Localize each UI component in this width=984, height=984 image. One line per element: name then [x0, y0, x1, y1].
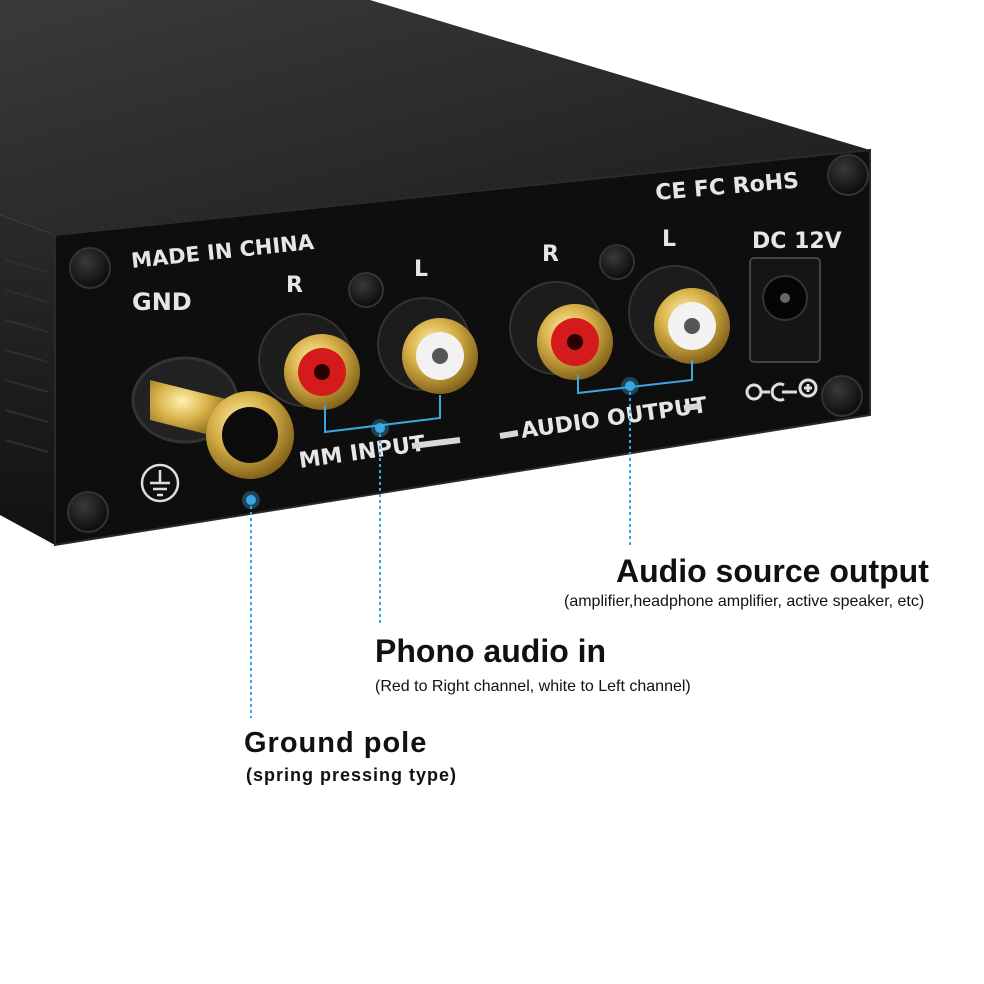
- input-r-label: R: [286, 273, 303, 298]
- screw-icon: [69, 247, 111, 289]
- side-vent-lines: [4, 259, 49, 453]
- rca-output-left: [628, 265, 730, 364]
- output-r-label: R: [542, 242, 559, 267]
- rca-input-right: [258, 313, 360, 410]
- screw-icon: [599, 244, 635, 280]
- ground-subtitle: (spring pressing type): [246, 765, 458, 785]
- audio-output-subtitle: (amplifier,headphone amplifier, active s…: [564, 593, 925, 610]
- enclosure-side: [0, 215, 55, 545]
- dc-jack: [745, 257, 821, 402]
- screw-icon: [348, 272, 384, 308]
- output-l-label: L: [662, 227, 676, 252]
- screw-icon: [821, 375, 863, 417]
- screw-icon: [67, 491, 109, 533]
- dc-label: DC 12V: [752, 229, 842, 254]
- ground-symbol-icon: [140, 463, 180, 503]
- corner-screws: [67, 154, 869, 533]
- enclosure-top: [0, 0, 870, 235]
- gnd-label: GND: [132, 288, 192, 316]
- ground-title: Ground pole: [244, 727, 428, 759]
- audio-output-title: Audio source output: [616, 553, 929, 589]
- input-l-label: L: [414, 257, 428, 282]
- polarity-symbol-icon: [745, 378, 818, 402]
- ground-binding-post: [131, 356, 294, 503]
- callout-dots: [242, 377, 639, 509]
- rca-input-left: [377, 297, 478, 394]
- rca-output-right: [509, 281, 613, 380]
- screw-icon: [827, 154, 869, 196]
- phono-in-subtitle: (Red to Right channel, white to Left cha…: [375, 678, 691, 695]
- phono-in-title: Phono audio in: [375, 633, 607, 669]
- label-bars: [411, 403, 701, 449]
